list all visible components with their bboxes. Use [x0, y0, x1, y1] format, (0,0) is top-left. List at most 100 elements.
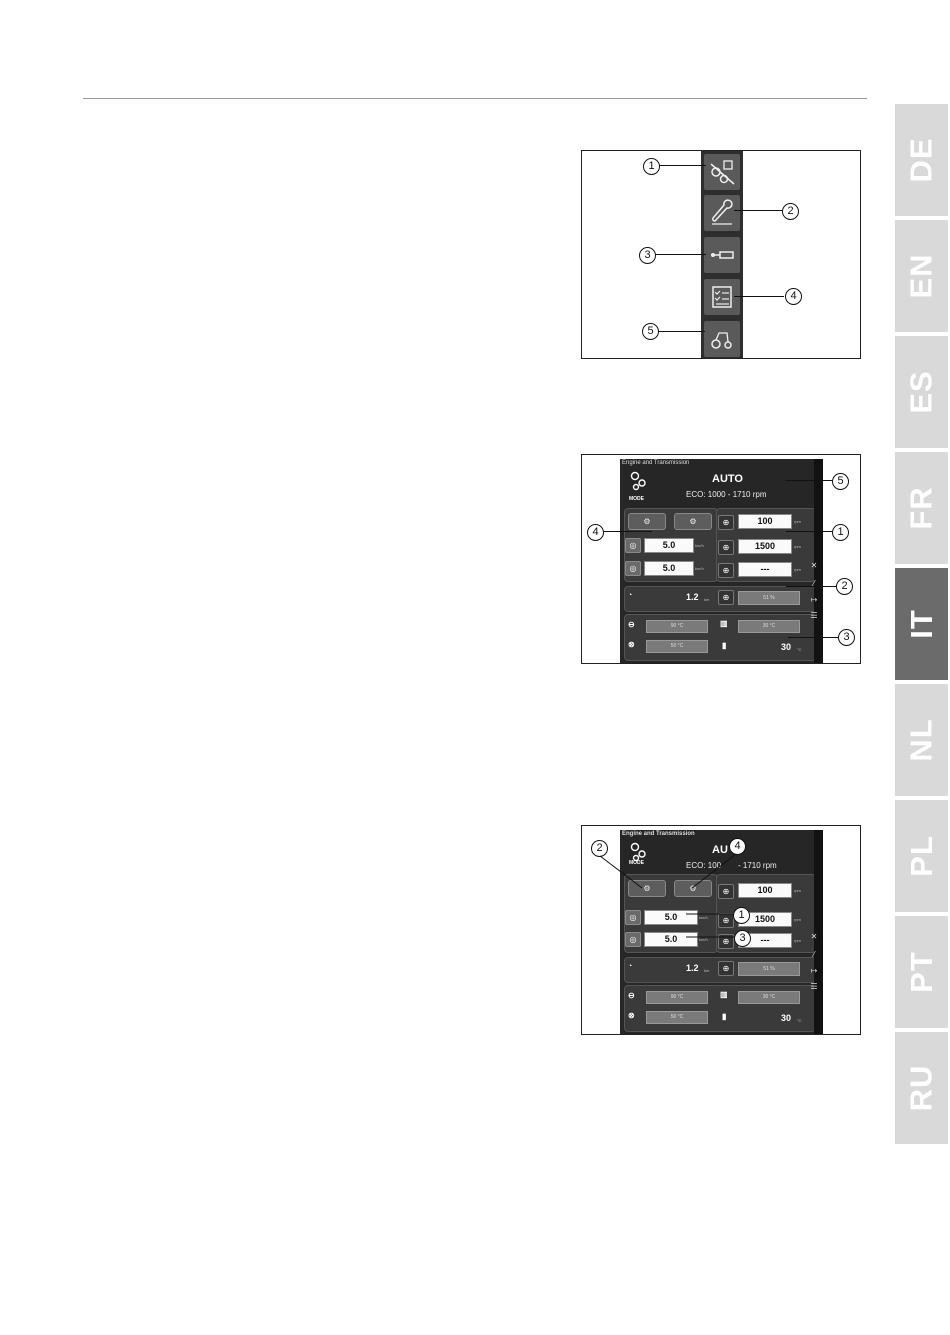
callout-4: 4	[729, 838, 746, 855]
language-tab-de[interactable]: DE	[895, 104, 948, 216]
language-tab-label: PT	[903, 951, 939, 993]
speed-icon: ◎	[625, 932, 641, 947]
rpm-field-1[interactable]: 100	[738, 514, 792, 529]
speed-icon: ◎	[625, 561, 641, 576]
callout-1: 1	[643, 158, 660, 175]
leader-line	[786, 586, 836, 587]
mode-value: AU	[712, 844, 728, 856]
mode-label: MODE	[629, 496, 644, 502]
engine-transmission-icon[interactable]: ✕	[810, 561, 818, 570]
load-icon: ⊕	[718, 590, 734, 605]
rpm-icon: ⊕	[718, 515, 734, 530]
language-tab-nl[interactable]: NL	[895, 684, 948, 796]
callout-3: 3	[838, 629, 855, 646]
rpm-icon: ⊕	[718, 540, 734, 555]
speed-field-2[interactable]: 5.0	[644, 561, 694, 576]
thermometer-icon: ▮	[722, 1012, 727, 1021]
eco-range: ECO: 1000 - 1710 rpm	[686, 490, 767, 499]
ambient-value: 30	[781, 1013, 792, 1023]
screen-title: Engine and Transmission	[622, 831, 695, 837]
callout-4: 4	[587, 524, 604, 541]
leader-line	[654, 254, 706, 255]
checklist-icon[interactable]: ☰	[810, 611, 818, 620]
rpm-unit: rpm	[794, 519, 801, 524]
rpm-unit: rpm	[794, 888, 801, 893]
eco-mode-button-2[interactable]: ⚙	[674, 880, 712, 897]
language-tab-it[interactable]: IT	[895, 568, 948, 680]
speed-field-2[interactable]: 5.0	[644, 932, 698, 947]
fuel-icon: ▥	[720, 990, 728, 999]
speed-unit: km/h	[695, 543, 704, 548]
speed-icon: ◎	[625, 538, 641, 553]
callout-2: 2	[591, 840, 608, 857]
side-menu-button-settings[interactable]	[704, 195, 740, 231]
engine-temp-icon: ⊖	[628, 620, 635, 629]
fuel-temp-bar: 30 °C	[738, 620, 800, 633]
engine-transmission-screen: Engine and Transmission MODE AU ECO: 100…	[620, 830, 823, 1034]
speed-field-1[interactable]: 5.0	[644, 538, 694, 553]
wrench-icon[interactable]: ⁄	[813, 579, 815, 588]
engine-temp-icon: ⊖	[628, 991, 635, 1000]
slip-unit: km	[704, 597, 710, 602]
side-menu-button-tractor[interactable]	[704, 321, 740, 357]
leader-line	[657, 331, 705, 332]
speed-field-1[interactable]: 5.0	[644, 910, 698, 925]
eco-mode-button-2[interactable]: ⚙	[674, 513, 712, 530]
language-tab-es[interactable]: ES	[895, 336, 948, 448]
wrench-icon[interactable]: ⁄	[813, 950, 815, 959]
leader-line	[734, 296, 784, 297]
language-tab-label: NL	[903, 718, 939, 762]
slip-icon: ◔	[628, 592, 633, 599]
rpm-icon: ⊕	[718, 884, 734, 899]
mode-icon	[630, 842, 646, 862]
rpm-unit: rpm	[794, 917, 801, 922]
hitch-icon	[711, 251, 734, 259]
fuel-temp-bar: 30 °C	[738, 991, 800, 1004]
language-tab-label: FR	[903, 486, 939, 530]
language-tab-en[interactable]: EN	[895, 220, 948, 332]
wrench-icon	[711, 199, 733, 225]
thermometer-icon: ▮	[722, 641, 727, 650]
callout-1: 1	[832, 524, 849, 541]
hitch-icon[interactable]: ↦	[810, 966, 818, 975]
side-menu-button-engine[interactable]	[704, 154, 740, 190]
language-tab-label: PL	[903, 835, 939, 877]
load-bar: 51 %	[738, 962, 800, 976]
callout-3: 3	[734, 930, 751, 947]
rpm-field-2[interactable]: 1500	[738, 912, 792, 927]
speed-unit: km/h	[699, 915, 708, 920]
language-tab-label: IT	[903, 609, 939, 639]
leader-line	[599, 853, 737, 938]
side-menu-button-checklist[interactable]	[704, 279, 740, 315]
language-tab-label: EN	[903, 253, 939, 299]
engine-temp-bar: 90 °C	[646, 620, 708, 633]
figure-engine-transmission-detail: Engine and Transmission MODE AU ECO: 100…	[581, 825, 861, 1035]
engine-transmission-icon[interactable]: ✕	[810, 932, 818, 941]
rpm-field-3[interactable]: ---	[738, 562, 792, 577]
hitch-icon[interactable]: ↦	[810, 595, 818, 604]
leader-line	[602, 531, 652, 532]
leader-line	[734, 210, 782, 211]
checklist-icon	[712, 286, 732, 308]
language-tab-label: DE	[903, 137, 939, 183]
callout-3: 3	[639, 247, 656, 264]
turtle-icon: ⚙	[643, 517, 651, 526]
language-tab-fr[interactable]: FR	[895, 452, 948, 564]
language-tab-pl[interactable]: PL	[895, 800, 948, 912]
callout-5: 5	[832, 473, 849, 490]
callout-5: 5	[642, 323, 659, 340]
mode-label: MODE	[629, 860, 644, 866]
rpm-field-2[interactable]: 1500	[738, 539, 792, 554]
eco-mode-button-1[interactable]: ⚙	[628, 513, 666, 530]
screen-title: Engine and Transmission	[622, 460, 690, 466]
ambient-value: 30	[781, 642, 792, 652]
rpm-unit: rpm	[794, 544, 801, 549]
rpm-icon: ⊕	[718, 934, 734, 949]
checklist-icon[interactable]: ☰	[810, 982, 818, 991]
language-tab-pt[interactable]: PT	[895, 916, 948, 1028]
speed-unit: km/h	[695, 566, 704, 571]
side-menu-button-hitch[interactable]	[704, 237, 740, 273]
language-tab-ru[interactable]: RU	[895, 1032, 948, 1144]
rpm-field-1[interactable]: 100	[738, 883, 792, 898]
speed-unit: km/h	[699, 937, 708, 942]
